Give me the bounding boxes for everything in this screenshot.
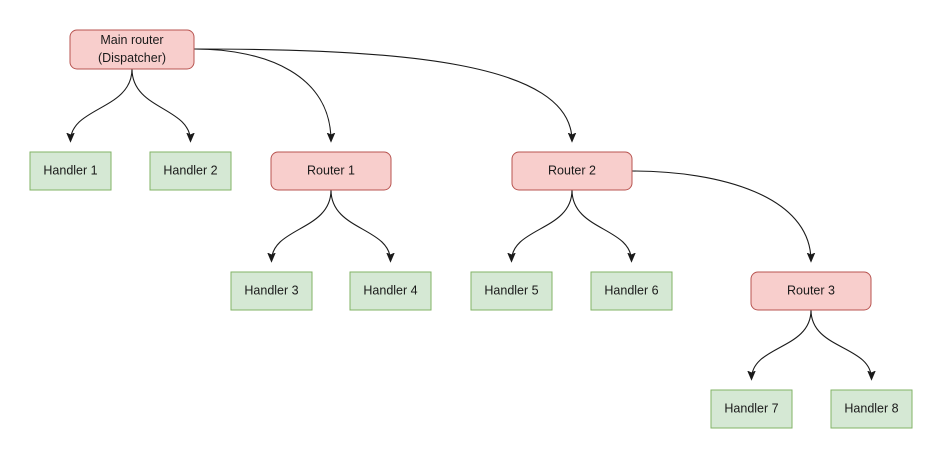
node-handler-8[interactable]: Handler 8	[830, 389, 913, 429]
handler-7-shape	[710, 389, 793, 429]
handler-1-label: Handler 1	[43, 163, 97, 177]
edges-layer	[71, 48, 872, 379]
node-router-3[interactable]: Router 3	[750, 271, 872, 311]
handler-2-shape	[149, 151, 232, 191]
node-handler-2[interactable]: Handler 2	[149, 151, 232, 191]
router-1-label: Router 1	[307, 163, 355, 177]
node-handler-5[interactable]: Handler 5	[470, 271, 553, 311]
handler-6-shape	[590, 271, 673, 311]
edge-main-to-router-2	[193, 48, 572, 141]
handler-5-shape	[470, 271, 553, 311]
main-router-label-secondary: (Dispatcher)	[98, 51, 166, 65]
router-3-label: Router 3	[787, 283, 835, 297]
node-handler-6[interactable]: Handler 6	[590, 271, 673, 311]
node-handler-1[interactable]: Handler 1	[29, 151, 112, 191]
handler-8-label: Handler 8	[844, 401, 898, 415]
router-2-label: Router 2	[548, 163, 596, 177]
handler-3-label: Handler 3	[244, 283, 298, 297]
edge-router-3-to-handler-7	[752, 309, 812, 379]
handler-2-label: Handler 2	[163, 163, 217, 177]
node-router-1[interactable]: Router 1	[270, 151, 392, 191]
edge-router-2-to-handler-6	[571, 189, 632, 261]
handler-3-shape	[230, 271, 313, 311]
edge-router-2-to-handler-5	[512, 189, 573, 261]
node-handler-7[interactable]: Handler 7	[710, 389, 793, 429]
edge-router-3-to-handler-8	[810, 309, 872, 379]
handler-4-label: Handler 4	[363, 283, 417, 297]
router-1-shape	[270, 151, 392, 191]
handler-1-shape	[29, 151, 112, 191]
main-router-label: Main router	[100, 33, 163, 47]
handler-6-label: Handler 6	[604, 283, 658, 297]
edge-router-2-to-router-3	[631, 170, 811, 261]
node-handler-3[interactable]: Handler 3	[230, 271, 313, 311]
edge-router-1-to-handler-3	[272, 189, 332, 261]
handler-5-label: Handler 5	[484, 283, 538, 297]
edge-main-to-router-1	[193, 48, 331, 141]
router-3-shape	[750, 271, 872, 311]
handler-8-shape	[830, 389, 913, 429]
handler-7-label: Handler 7	[724, 401, 778, 415]
router-2-shape	[511, 151, 633, 191]
node-main-router[interactable]: Main router (Dispatcher)	[69, 29, 195, 70]
edge-main-to-handler-2	[131, 68, 191, 141]
edge-main-to-handler-1	[71, 68, 133, 141]
main-router-shape	[69, 29, 195, 70]
node-handler-4[interactable]: Handler 4	[349, 271, 432, 311]
handler-4-shape	[349, 271, 432, 311]
node-router-2[interactable]: Router 2	[511, 151, 633, 191]
edge-router-1-to-handler-4	[330, 189, 391, 261]
nodes-layer: Main router (Dispatcher) Handler 1 Handler …	[29, 29, 913, 429]
